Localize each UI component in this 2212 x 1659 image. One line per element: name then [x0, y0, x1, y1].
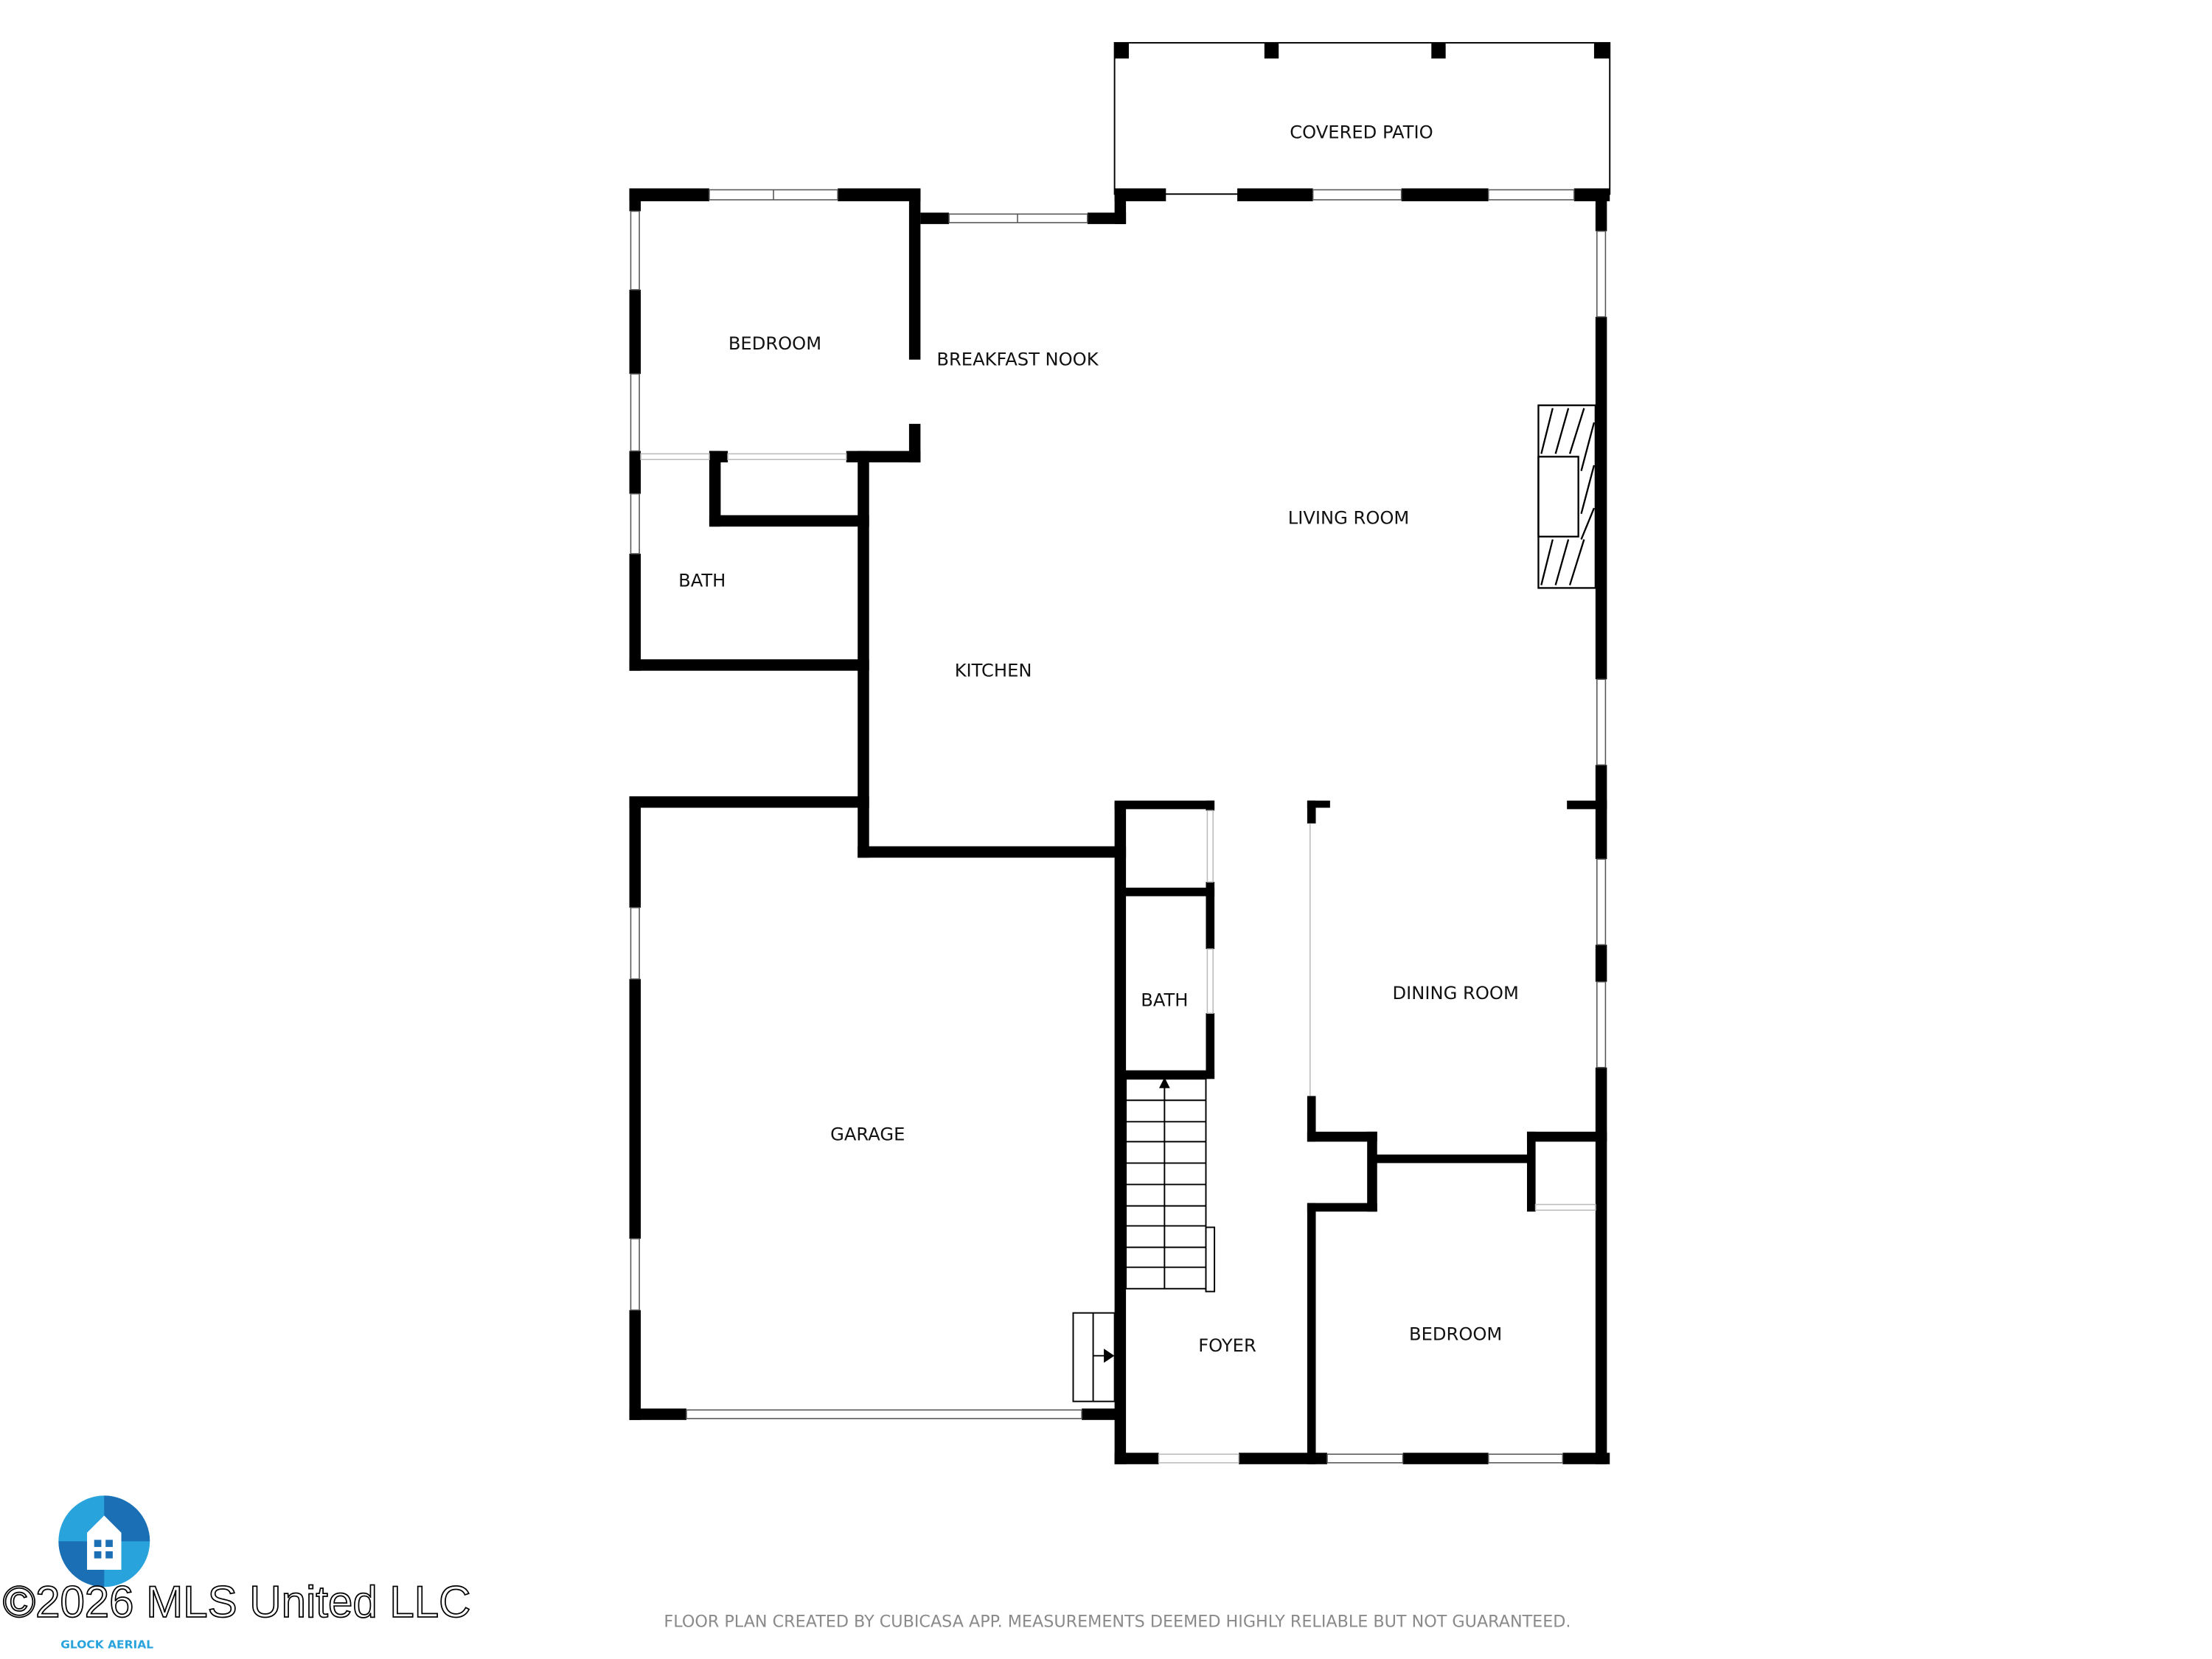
room-label-breakfast-nook: BREAKFAST NOOK	[936, 349, 1099, 369]
room-label-bath: BATH	[678, 570, 726, 591]
staircase	[1125, 1077, 1216, 1293]
room-label-kitchen: KITCHEN	[955, 660, 1032, 681]
room-label-foyer: FOYER	[1198, 1335, 1256, 1356]
entry-steps	[1072, 1312, 1116, 1402]
walls	[629, 42, 1611, 1464]
room-label-covered-patio: COVERED PATIO	[1290, 122, 1433, 143]
windows	[630, 189, 1607, 1464]
room-label-bedroom: BEDROOM	[1409, 1324, 1502, 1344]
room-label-dining-room: DINING ROOM	[1393, 983, 1519, 1004]
logo-text: GLOCK AERIAL	[60, 1638, 153, 1651]
disclaimer: FLOOR PLAN CREATED BY CUBICASA APP. MEAS…	[664, 1612, 1571, 1631]
copyright-watermark: ©2026 MLS United LLC	[3, 1577, 471, 1627]
room-label-garage: GARAGE	[830, 1124, 905, 1144]
room-label-bedroom: BEDROOM	[728, 333, 821, 354]
covered-patio-outline	[1113, 42, 1611, 195]
room-label-living-room: LIVING ROOM	[1288, 507, 1410, 528]
room-labels: COVERED PATIO BEDROOM BREAKFAST NOOK LIV…	[678, 122, 1519, 1356]
fireplace	[1537, 404, 1597, 589]
room-label-bath: BATH	[1141, 990, 1188, 1011]
company-logo: GLOCK AERIAL	[58, 1495, 153, 1651]
